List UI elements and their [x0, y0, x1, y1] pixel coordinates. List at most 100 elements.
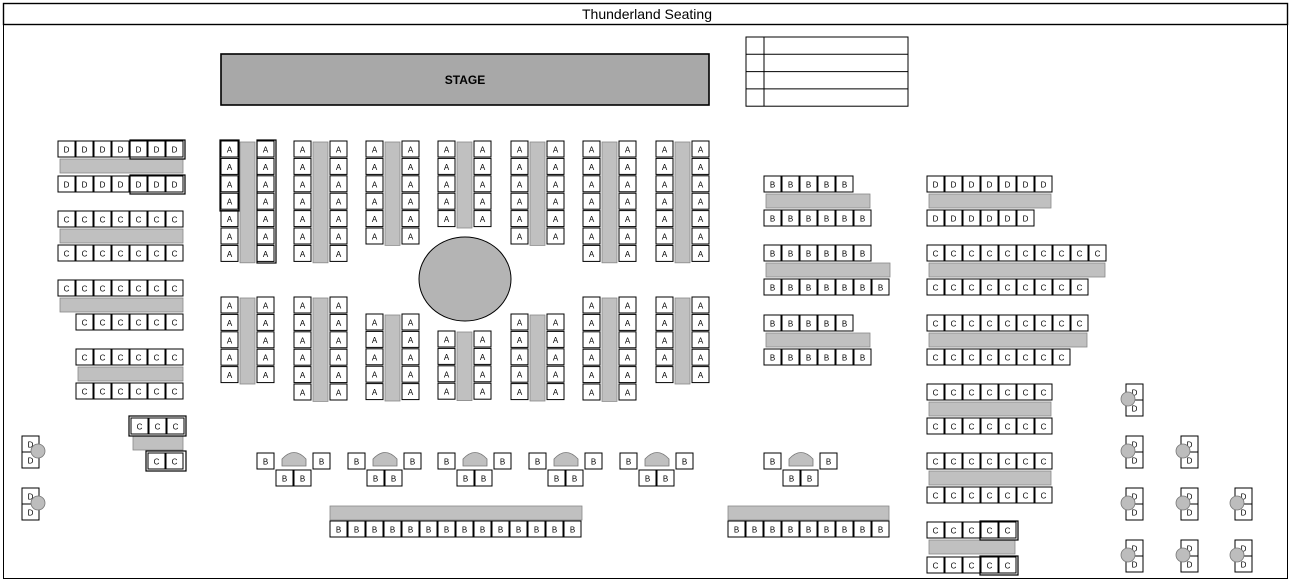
seat-box	[998, 383, 1017, 401]
seat-letter: A	[589, 146, 595, 155]
seat-letter: A	[227, 354, 233, 363]
seat-box	[799, 314, 818, 332]
seat-box	[980, 486, 999, 504]
seat-box	[57, 175, 76, 193]
seat-letter: A	[336, 319, 342, 328]
stage	[220, 53, 710, 106]
seat-letter: B	[788, 250, 793, 259]
seat-box	[691, 296, 710, 314]
seat-letter: A	[372, 336, 378, 345]
seat-letter: A	[300, 302, 306, 311]
seat-letter: C	[987, 562, 993, 571]
seat-letter: A	[589, 250, 595, 259]
seat-box	[1088, 244, 1107, 262]
table-bar	[384, 141, 401, 246]
seat-letter: C	[951, 492, 957, 501]
seat-letter: A	[408, 163, 414, 172]
seat-box	[437, 175, 456, 193]
seat-box	[563, 520, 582, 538]
seat-letter: A	[408, 146, 414, 155]
seat-letter: C	[951, 389, 957, 398]
seat-letter: C	[951, 284, 957, 293]
seat-box	[763, 278, 782, 296]
seat-box	[1016, 383, 1035, 401]
seat-letter: D	[1241, 493, 1247, 502]
seat-box	[329, 140, 348, 158]
seat-box	[365, 175, 384, 193]
seat-letter: A	[662, 371, 668, 380]
seat-box	[817, 520, 836, 538]
seat-letter: B	[263, 458, 268, 467]
seat-letter: B	[372, 526, 377, 535]
seat-letter: C	[1023, 250, 1029, 259]
seat-letter: B	[300, 475, 305, 484]
seat-letter: A	[625, 354, 631, 363]
seat-letter: B	[770, 181, 775, 190]
seat-letter: B	[319, 458, 324, 467]
seat-letter: C	[933, 389, 939, 398]
seat-letter: A	[444, 146, 450, 155]
seat-box	[853, 244, 872, 262]
seat-letter: A	[553, 371, 559, 380]
seat-box	[835, 278, 854, 296]
seat-box	[962, 244, 981, 262]
seat-letter: A	[517, 336, 523, 345]
seat-letter: A	[263, 354, 269, 363]
seat-letter: C	[987, 284, 993, 293]
seat-letter: B	[842, 526, 847, 535]
booth-table	[462, 452, 488, 467]
seat-letter: D	[28, 493, 34, 502]
seat-letter: A	[300, 146, 306, 155]
seat-letter: A	[698, 163, 704, 172]
seat-letter: A	[336, 354, 342, 363]
cocktail-table	[1175, 547, 1191, 563]
seat-letter: C	[1005, 562, 1011, 571]
seat-letter: A	[625, 180, 631, 189]
seat-letter: A	[589, 336, 595, 345]
seat-box	[473, 210, 492, 228]
seat-box	[111, 175, 130, 193]
seat-letter: B	[770, 354, 775, 363]
seat-letter: A	[300, 389, 306, 398]
seat-box	[473, 175, 492, 193]
seat-letter: C	[987, 423, 993, 432]
seat-letter: C	[82, 388, 88, 397]
seat-box	[944, 314, 963, 332]
seat-letter: D	[1241, 545, 1247, 554]
seat-box	[691, 313, 710, 331]
seat-box	[510, 313, 529, 331]
seat-letter: A	[517, 319, 523, 328]
page-title: Thunderland Seating	[582, 6, 712, 22]
seat-box	[111, 382, 130, 400]
seat-letter: A	[517, 180, 523, 189]
table-bar	[674, 141, 691, 264]
seat-box	[220, 157, 239, 175]
table-bar	[674, 297, 691, 385]
seat-letter: A	[553, 180, 559, 189]
seat-box	[998, 521, 1017, 539]
seat-box	[220, 331, 239, 349]
seat-box	[147, 210, 166, 228]
seat-box	[75, 244, 94, 262]
seat-letter: C	[137, 423, 143, 432]
seat-box	[618, 366, 637, 384]
seat-letter: A	[336, 233, 342, 242]
seat-letter: C	[1023, 284, 1029, 293]
seat-letter: B	[391, 475, 396, 484]
seat-box	[57, 279, 76, 297]
seat-letter: C	[969, 250, 975, 259]
seat-letter: A	[662, 233, 668, 242]
seat-box	[165, 348, 184, 366]
seat-box	[473, 157, 492, 175]
seat-letter: A	[662, 250, 668, 259]
seat-letter: A	[444, 370, 450, 379]
seat-letter: C	[154, 354, 160, 363]
seat-letter: A	[336, 389, 342, 398]
seat-box	[329, 348, 348, 366]
seat-box	[437, 365, 456, 383]
table-bar	[456, 331, 473, 401]
seat-letter: B	[824, 284, 829, 293]
seat-box	[853, 209, 872, 227]
seat-box	[998, 452, 1017, 470]
seat-letter: D	[172, 181, 178, 190]
